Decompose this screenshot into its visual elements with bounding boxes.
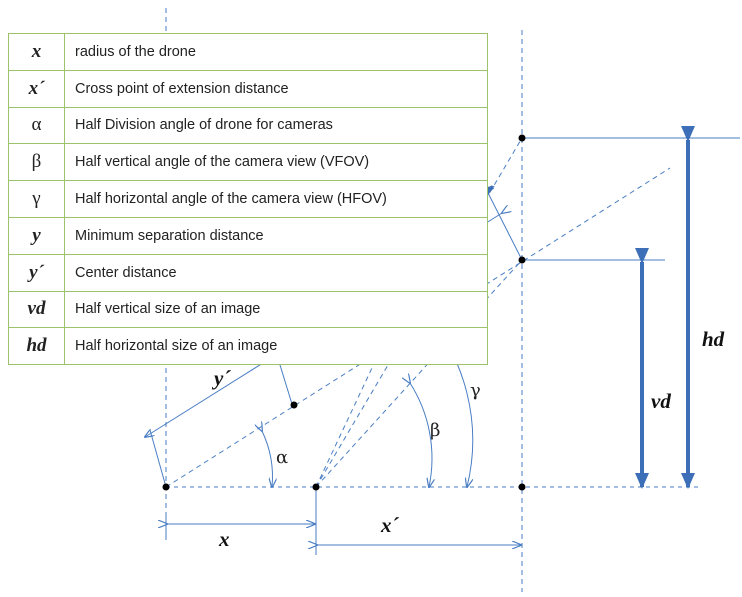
legend-description: Minimum separation distance: [64, 216, 488, 255]
point-vd: [518, 256, 526, 264]
legend-symbol: γ: [8, 180, 65, 218]
legend-description: Half horizontal size of an image: [64, 327, 488, 366]
label-x-prime: x´: [380, 513, 400, 537]
legend-symbol: hd: [8, 327, 65, 366]
label-hd: hd: [702, 327, 725, 351]
label-vd: vd: [651, 389, 671, 413]
legend-row: x´Cross point of extension distance: [8, 69, 488, 108]
legend-description: Cross point of extension distance: [64, 69, 488, 108]
legend-row: y´Center distance: [8, 253, 488, 292]
label-y-prime: y´: [211, 366, 231, 390]
legend-symbol: y: [8, 216, 65, 255]
legend-description: radius of the drone: [64, 33, 488, 71]
legend-symbol: y´: [8, 253, 65, 292]
beta-arc: [410, 383, 432, 487]
legend-symbol: x´: [8, 69, 65, 108]
point-cross: [312, 483, 320, 491]
point-camera: [290, 401, 298, 409]
alpha-arc: [262, 431, 272, 487]
center-offset-line: [483, 184, 523, 261]
offset-perpendicular: [149, 429, 167, 488]
legend-description: Center distance: [64, 253, 488, 292]
legend-description: Half horizontal angle of the camera view…: [64, 180, 488, 218]
legend-symbol: α: [8, 106, 65, 145]
legend-symbol: β: [8, 143, 65, 182]
point-drone-center: [162, 483, 170, 491]
legend-symbol: x: [8, 33, 65, 71]
point-hd: [518, 134, 526, 142]
legend-description: Half Division angle of drone for cameras: [64, 106, 488, 145]
legend-description: Half vertical size of an image: [64, 290, 488, 329]
label-x: x: [218, 527, 230, 551]
legend-description: Half vertical angle of the camera view (…: [64, 143, 488, 182]
label-alpha: α: [276, 447, 288, 468]
legend-symbol: vd: [8, 290, 65, 329]
point-base-right: [518, 483, 526, 491]
label-beta: β: [430, 420, 440, 441]
label-gamma: γ: [470, 380, 481, 401]
